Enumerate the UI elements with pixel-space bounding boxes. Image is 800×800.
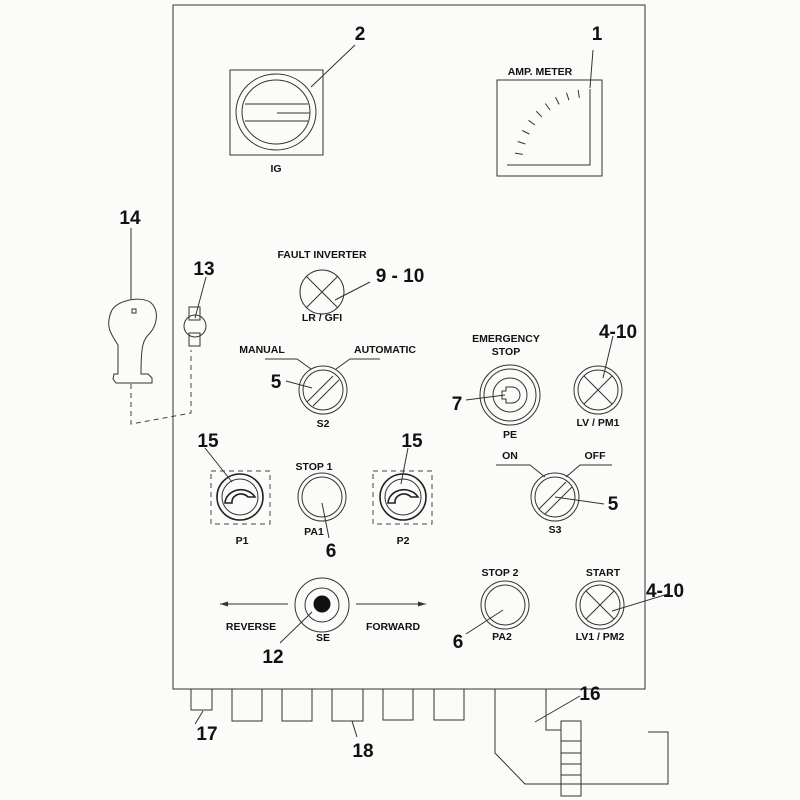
meter-tick xyxy=(522,130,530,135)
callout-leader xyxy=(611,593,669,612)
callout-12: 12 xyxy=(262,647,283,668)
small-gland xyxy=(190,688,213,711)
callout-5: 5 xyxy=(271,372,282,393)
callout-15-p2: 15 xyxy=(401,431,423,452)
emergency-title-2: STOP xyxy=(492,346,520,358)
lamp-lv-pm1-icon xyxy=(573,365,623,415)
callout-6: 6 xyxy=(326,541,337,562)
reverse-label: REVERSE xyxy=(226,621,276,633)
callout-1: 1 xyxy=(592,24,603,45)
callout-leader xyxy=(465,609,504,635)
callout-leader xyxy=(334,281,371,301)
callout-leader xyxy=(534,695,581,723)
callout-14: 14 xyxy=(119,208,141,229)
fault-inverter-label: LR / GFI xyxy=(302,312,342,324)
arrowhead xyxy=(220,601,228,607)
callout-4-10: 4-10 xyxy=(599,322,637,343)
meter-tick xyxy=(514,152,523,155)
ignition-switch xyxy=(229,69,324,156)
emergency-label: PE xyxy=(503,429,517,441)
fault-lamp-icon xyxy=(299,269,345,315)
stop1-button-icon xyxy=(297,472,347,522)
callout-leader xyxy=(465,394,506,401)
stop2-title: STOP 2 xyxy=(482,567,519,579)
gauge-p2-icon xyxy=(379,473,427,521)
meter-tick xyxy=(544,103,551,111)
callout-4-10-start: 4-10 xyxy=(646,581,684,602)
forward-label: FORWARD xyxy=(366,621,420,633)
selector-switch-s3-icon xyxy=(530,472,580,522)
ignition-label: IG xyxy=(270,163,281,175)
selector-switch-s2-icon xyxy=(298,365,348,415)
se-label: SE xyxy=(316,632,330,644)
callout-leader xyxy=(310,44,356,88)
s2-automatic-label: AUTOMATIC xyxy=(354,344,416,356)
meter-tick xyxy=(577,89,580,98)
meter-tick xyxy=(566,92,570,101)
callout-leader xyxy=(279,611,313,644)
callout-6-stop2: 6 xyxy=(453,632,464,653)
stop2-button-icon xyxy=(480,580,530,630)
s3-on-label: ON xyxy=(502,450,518,462)
arrowhead xyxy=(418,601,426,607)
cable-glands xyxy=(231,688,465,722)
emergency-title-1: EMERGENCY xyxy=(472,333,540,345)
position-line xyxy=(496,464,546,478)
callout-18: 18 xyxy=(352,741,373,762)
stop1-title: STOP 1 xyxy=(296,461,333,473)
callout-17: 17 xyxy=(196,724,217,745)
callout-leader xyxy=(400,447,409,485)
gauge-p1-icon xyxy=(216,473,264,521)
meter-tick xyxy=(517,141,526,145)
callout-16: 16 xyxy=(579,684,600,705)
stop1-label: PA1 xyxy=(304,526,324,538)
lamp-lv-pm1-label: LV / PM1 xyxy=(577,417,620,429)
start-lamp-icon xyxy=(575,580,625,630)
position-line xyxy=(335,358,380,370)
key-switch-icon xyxy=(183,306,207,347)
callout-13: 13 xyxy=(193,259,214,280)
emergency-stop-button-icon xyxy=(479,364,541,426)
callout-leader xyxy=(285,380,313,389)
callout-leader xyxy=(321,502,330,539)
meter-tick xyxy=(555,97,560,105)
amp-meter xyxy=(496,79,603,177)
p1-label: P1 xyxy=(236,535,249,547)
callout-leader xyxy=(589,49,594,89)
p2-outline xyxy=(372,470,433,525)
callout-leader xyxy=(602,335,614,379)
s2-label: S2 xyxy=(317,418,330,430)
callout-2: 2 xyxy=(355,24,366,45)
callout-5-s3: 5 xyxy=(608,494,619,515)
start-title: START xyxy=(586,567,621,579)
p2-label: P2 xyxy=(397,535,410,547)
callout-leader xyxy=(194,276,207,319)
position-line xyxy=(265,358,312,370)
meter-tick xyxy=(528,119,536,126)
p1-outline xyxy=(210,470,271,525)
joystick-se-icon xyxy=(294,577,350,633)
callout-9-10: 9 - 10 xyxy=(376,266,425,287)
s3-off-label: OFF xyxy=(585,450,607,462)
s2-manual-label: MANUAL xyxy=(239,344,285,356)
position-line xyxy=(565,464,612,478)
amp-meter-label: AMP. METER xyxy=(508,66,573,78)
callout-15-p1: 15 xyxy=(197,431,219,452)
stop2-label: PA2 xyxy=(492,631,512,643)
callout-leader xyxy=(194,710,204,725)
key-icon xyxy=(108,298,192,425)
callout-leader xyxy=(554,496,605,505)
fault-inverter-title: FAULT INVERTER xyxy=(277,249,366,261)
meter-tick xyxy=(535,110,543,118)
start-label: LV1 / PM2 xyxy=(576,631,625,643)
connector-plug xyxy=(494,689,669,797)
s3-label: S3 xyxy=(549,524,562,536)
callout-leader xyxy=(351,720,358,738)
callout-7: 7 xyxy=(452,394,463,415)
callout-leader xyxy=(204,447,233,483)
